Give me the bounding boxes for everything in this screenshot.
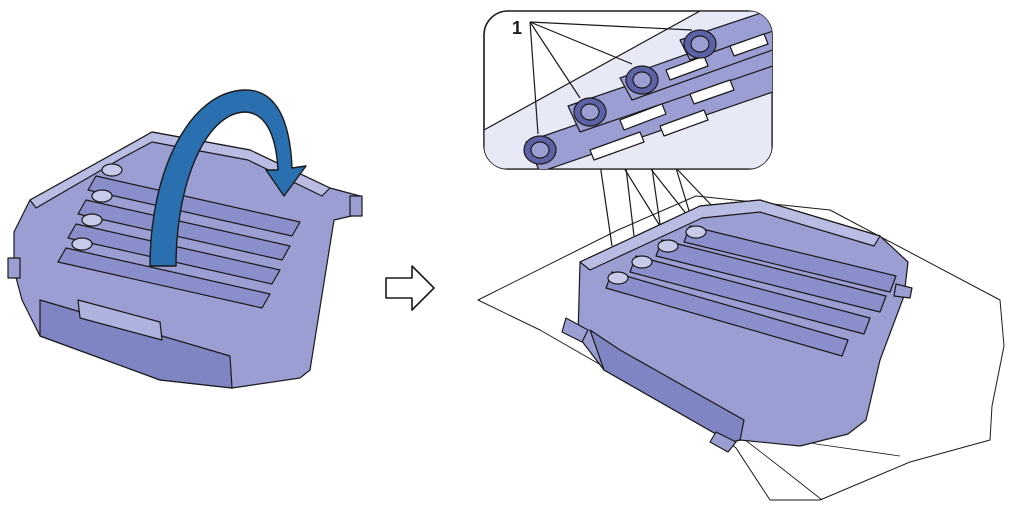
zoom-callout: 1 (484, 0, 816, 172)
callout-number-label: 1 (512, 18, 522, 38)
right-outline-arrow-icon (386, 266, 434, 310)
